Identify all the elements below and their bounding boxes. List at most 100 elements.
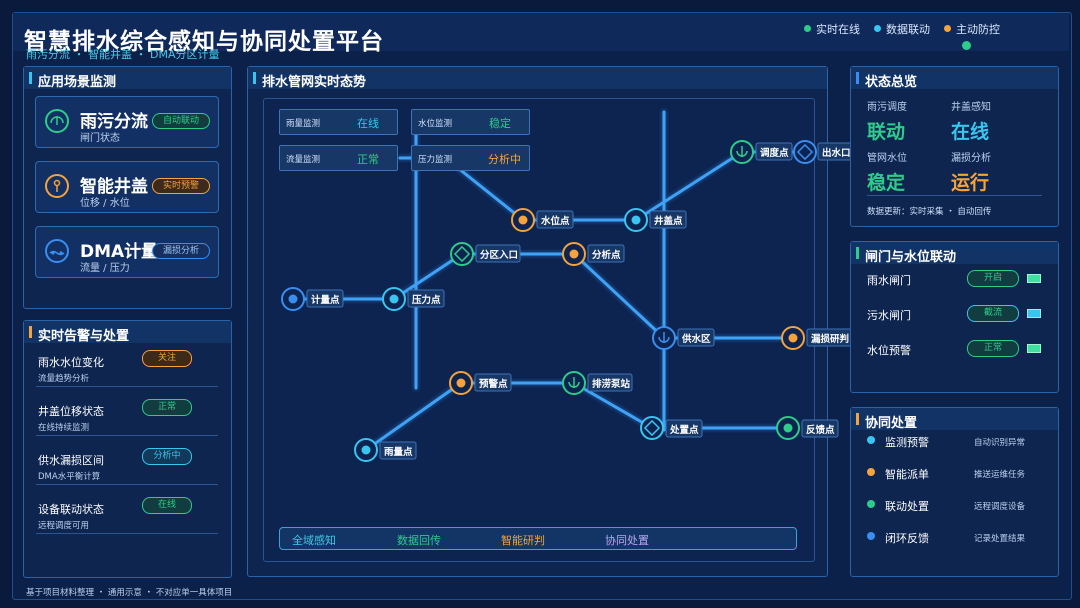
linkage-dot-icon <box>874 25 881 32</box>
scene-name: DMA计量 <box>80 242 159 262</box>
scene-sub: 闸门状态 <box>80 133 120 144</box>
monitor-label: 压力监测 <box>418 155 453 165</box>
scene-sub: 位移 / 水位 <box>80 198 130 209</box>
legend-item-prevention: 主动防控 <box>944 21 1000 37</box>
gate-panel-title: 闸门与水位联动 <box>865 250 957 265</box>
gate-label: 水位预警 <box>867 344 911 357</box>
node-label: 预警点 <box>479 378 508 390</box>
gate-panel-header: 闸门与水位联动 <box>851 242 1058 265</box>
node-outlet[interactable]: 出水口 <box>793 140 855 164</box>
network-panel-header: 排水管网实时态势 <box>248 67 827 90</box>
alert-row[interactable]: 设备联动状态 远程调度可用 在线 <box>36 497 218 534</box>
collab-panel: 协同处置 监测预警 自动识别异常 智能派单 推送运维任务 联动处置 远程调度设备… <box>850 407 1059 577</box>
scene-name: 雨污分流 <box>80 112 148 132</box>
step-dot-icon <box>867 532 875 540</box>
prevention-dot-icon <box>944 25 951 32</box>
status-item-manhole: 井盖感知 在线 <box>951 98 991 144</box>
alert-sub: DMA水平衡计算 <box>38 472 101 482</box>
scene-panel: 应用场景监测 雨污分流 闸门状态 自动联动 智能井盖 位移 / 水位 实时预警 … <box>23 66 232 309</box>
network-panel-title: 排水管网实时态势 <box>262 75 367 90</box>
scene-card-dma[interactable]: DMA计量 流量 / 压力 漏损分析 <box>35 226 219 278</box>
split-flow-icon <box>45 109 69 133</box>
monitor-pressure[interactable]: 压力监测 分析中 <box>411 145 530 171</box>
scene-card-split-flow[interactable]: 雨污分流 闸门状态 自动联动 <box>35 96 219 148</box>
flow-step-collab: 协同处置 <box>605 534 649 547</box>
monitor-rainfall[interactable]: 雨量监测 在线 <box>279 109 398 135</box>
node-metering[interactable]: 计量点 <box>281 287 344 311</box>
node-label: 排涝泵站 <box>592 378 631 390</box>
status-value: 稳定 <box>867 172 906 194</box>
scene-card-manhole[interactable]: 智能井盖 位移 / 水位 实时预警 <box>35 161 219 213</box>
node-pressure[interactable]: 压力点 <box>382 287 445 311</box>
node-dispatch[interactable]: 调度点 <box>730 140 793 164</box>
alert-title: 设备联动状态 <box>38 503 104 516</box>
monitor-value: 稳定 <box>489 117 511 130</box>
alert-panel: 实时告警与处置 雨水水位变化 流量趋势分析 关注 井盖位移状态 在线持续监测 正… <box>23 320 232 578</box>
node-label: 反馈点 <box>806 424 835 436</box>
gate-label: 污水闸门 <box>867 309 911 322</box>
alert-title: 雨水水位变化 <box>38 356 104 369</box>
gate-label: 雨水闸门 <box>867 274 911 287</box>
scene-tag: 自动联动 <box>152 113 210 129</box>
status-label: 漏损分析 <box>951 153 991 164</box>
node-early-warning[interactable]: 预警点 <box>449 371 512 395</box>
status-label: 井盖感知 <box>951 102 991 113</box>
collab-label: 智能派单 <box>885 468 929 481</box>
gate-indicator-icon <box>1027 274 1041 283</box>
node-manhole[interactable]: 井盖点 <box>624 208 687 232</box>
alert-tag: 在线 <box>142 497 192 514</box>
collab-label: 闭环反馈 <box>885 532 929 545</box>
gate-row-sewage[interactable]: 污水闸门 截流 <box>867 305 1042 325</box>
collab-desc: 远程调度设备 <box>974 502 1026 512</box>
monitor-label: 流量监测 <box>286 155 321 165</box>
live-status-icon <box>962 41 971 50</box>
node-label: 井盖点 <box>654 215 683 227</box>
alert-row[interactable]: 井盖位移状态 在线持续监测 正常 <box>36 399 218 436</box>
status-item-rain-sewage: 雨污调度 联动 <box>867 98 907 144</box>
alert-tag: 正常 <box>142 399 192 416</box>
node-analysis[interactable]: 分析点 <box>562 242 625 266</box>
gate-indicator-icon <box>1027 309 1041 318</box>
status-value: 运行 <box>951 172 990 194</box>
node-feedback[interactable]: 反馈点 <box>776 416 839 440</box>
divider <box>867 195 1042 196</box>
alert-title: 井盖位移状态 <box>38 405 104 418</box>
alert-row[interactable]: 雨水水位变化 流量趋势分析 关注 <box>36 350 218 387</box>
monitor-value: 在线 <box>357 117 379 130</box>
scene-tag: 漏损分析 <box>152 243 210 259</box>
manhole-icon <box>45 174 69 198</box>
gate-state: 正常 <box>967 340 1019 357</box>
node-label: 分析点 <box>592 249 621 261</box>
node-label: 分区入口 <box>480 249 518 261</box>
node-label: 漏损研判 <box>811 333 849 345</box>
node-supply-zone[interactable]: 供水区 <box>652 326 715 350</box>
node-zone-inlet[interactable]: 分区入口 <box>450 242 521 266</box>
gate-row-warning[interactable]: 水位预警 正常 <box>867 340 1042 360</box>
gate-row-rain[interactable]: 雨水闸门 开启 <box>867 270 1042 290</box>
monitor-flow[interactable]: 流量监测 正常 <box>279 145 398 171</box>
status-panel: 状态总览 雨污调度 联动 井盖感知 在线 管网水位 稳定 漏损分析 运行 数据更… <box>850 66 1059 227</box>
step-dot-icon <box>867 500 875 508</box>
node-disposal[interactable]: 处置点 <box>640 416 703 440</box>
scene-tag: 实时预警 <box>152 178 210 194</box>
alert-tag: 分析中 <box>142 448 192 465</box>
node-leak-analysis[interactable]: 漏损研判 <box>781 326 854 350</box>
process-flow-bar: 全域感知 数据回传 智能研判 协同处置 <box>279 527 797 550</box>
node-water-level[interactable]: 水位点 <box>511 208 574 232</box>
node-label: 供水区 <box>681 333 711 345</box>
node-rainfall[interactable]: 雨量点 <box>354 438 417 462</box>
status-label: 雨污调度 <box>867 102 907 113</box>
page-title: 智慧排水综合感知与协同处置平台 <box>24 29 384 55</box>
monitor-water-level[interactable]: 水位监测 稳定 <box>411 109 530 135</box>
node-pump-station[interactable]: 排涝泵站 <box>562 371 633 395</box>
alert-panel-header: 实时告警与处置 <box>24 321 231 344</box>
scene-sub: 流量 / 压力 <box>80 263 130 274</box>
status-value: 联动 <box>867 121 906 143</box>
scene-name: 智能井盖 <box>80 177 148 197</box>
node-label: 雨量点 <box>384 446 413 458</box>
online-dot-icon <box>804 25 811 32</box>
node-label: 调度点 <box>760 147 789 159</box>
alert-row[interactable]: 供水漏损区间 DMA水平衡计算 分析中 <box>36 448 218 485</box>
footnote: 基于项目材料整理 ・ 通用示意 ・ 不对应单一具体项目 <box>26 588 233 598</box>
flow-step-perception: 全域感知 <box>292 534 336 547</box>
